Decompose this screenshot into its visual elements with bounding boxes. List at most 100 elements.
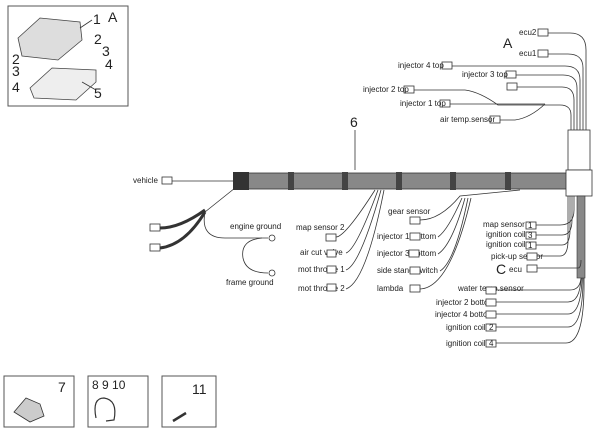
connector-mot-throttle-1[interactable] [326, 265, 337, 274]
label-lambda: lambda [377, 284, 404, 293]
connector-gear-sensor[interactable] [409, 216, 421, 225]
connector-ignition-coil-3[interactable] [525, 231, 537, 240]
connector-injector-3-bottom[interactable] [408, 249, 420, 258]
junction-box-lower [565, 169, 593, 197]
connector-left-1[interactable] [149, 223, 161, 232]
callout-2-right: 2 [94, 31, 102, 47]
label-ignition-coil-3: ignition coil [486, 230, 526, 239]
inset-letter-a: A [108, 9, 118, 25]
ecu-bracket-drawing [29, 67, 97, 101]
label-ecu2: ecu2 [519, 28, 537, 37]
label-injector-2-bottom: injector 2 bottom [436, 298, 495, 307]
label-pick-up-sensor: pick-up sensor [491, 252, 543, 261]
ecu-unit-drawing [17, 17, 83, 61]
callout-7: 7 [58, 379, 66, 395]
connector-pick-up-sensor[interactable] [526, 252, 538, 261]
label-ignition-coil-1: ignition coil [486, 240, 526, 249]
connector-lambda[interactable] [409, 284, 421, 293]
callout-11: 11 [192, 381, 207, 397]
center-connectors: gear sensor injector 1 bottom injector 3… [377, 189, 521, 293]
label-injector-1-bottom: injector 1 bottom [377, 232, 436, 241]
label-map-sensor: map sensor [483, 220, 525, 229]
cable-tie-icon [94, 397, 116, 422]
label-air-temp-sensor: air temp.sensor [440, 115, 495, 124]
connector-ecu1[interactable] [537, 49, 549, 58]
callout-4-left: 4 [12, 79, 20, 95]
inset-ecu-panel: 1 A 2 3 4 2 3 4 5 [7, 5, 129, 107]
callout-6: 6 [350, 114, 358, 130]
top-connectors: ecu2 A ecu1 injector 4 top injector 3 to… [363, 28, 587, 130]
left-connectors: vehicle engine ground frame ground [133, 176, 281, 287]
label-injector-4-top: injector 4 top [398, 61, 444, 70]
label-mot-throttle-1: mot throttle 1 [298, 265, 345, 274]
tag-ignition-coil-3: 3 [528, 231, 533, 240]
connector-vehicle[interactable] [161, 176, 173, 185]
callout-2-left: 2 [12, 51, 20, 67]
callout-1: 1 [93, 11, 101, 27]
junction-box-upper [567, 129, 591, 171]
connector-injector-1-top[interactable] [439, 99, 451, 108]
label-ignition-coil-4: ignition coil [446, 339, 486, 348]
connector-side-stand-switch[interactable] [409, 266, 421, 275]
label-mot-throttle-2: mot throttle 2 [298, 284, 345, 293]
connector-ecu2[interactable] [537, 28, 549, 37]
inset-part-11: 11 [161, 375, 217, 428]
connector-injector-3-top[interactable] [505, 70, 517, 79]
bottom-right-connectors: water temp.sensor injector 2 bottom inje… [435, 277, 585, 348]
label-injector-4-bottom: injector 4 bottom [435, 310, 494, 319]
tag-ignition-coil-2: 2 [489, 323, 494, 332]
connector-air-temp-sensor[interactable] [489, 115, 501, 124]
label-ecu1: ecu1 [519, 49, 537, 58]
label-side-stand-switch: side stand switch [377, 266, 438, 275]
tag-map-sensor: 1 [528, 221, 533, 230]
connector-injector-2-bottom[interactable] [485, 298, 497, 307]
engine-ground-terminal[interactable] [268, 234, 276, 242]
callout-3-right: 3 [102, 43, 110, 59]
callout-3-left: 3 [12, 63, 20, 79]
connector-injector-2-top[interactable] [403, 85, 415, 94]
label-frame-ground: frame ground [226, 278, 274, 287]
connector-ecu[interactable] [526, 264, 538, 273]
connector-injector-4-bottom[interactable] [485, 310, 497, 319]
connector-mot-throttle-2[interactable] [326, 283, 337, 292]
inset-part-8-9-10: 8 9 10 [87, 375, 149, 428]
frame-ground-terminal[interactable] [268, 269, 276, 277]
tag-ignition-coil-1: 1 [528, 241, 533, 250]
sheathed-lead-2 [159, 211, 207, 250]
clip-group-icon [13, 397, 45, 423]
connector-injector-4-top[interactable] [441, 61, 453, 70]
label-injector-3-bottom: injector 3 bottom [377, 249, 436, 258]
label-air-cut-valve: air cut valve [300, 248, 343, 257]
label-injector-2-top: injector 2 top [363, 85, 409, 94]
inset-part-7: 7 [3, 375, 75, 428]
right-connectors: map sensor 1 ignition coil 3 ignition co… [483, 196, 582, 277]
label-engine-ground: engine ground [230, 222, 281, 231]
connector-unlabeled[interactable] [506, 82, 518, 91]
label-map-sensor-2: map sensor 2 [296, 223, 345, 232]
connector-ignition-coil-1[interactable] [525, 241, 537, 250]
connector-water-temp-sensor[interactable] [485, 286, 497, 295]
label-gear-sensor: gear sensor [388, 207, 431, 216]
connector-injector-1-bottom[interactable] [409, 232, 421, 241]
callout-4-right: 4 [105, 56, 113, 72]
main-harness: 6 [233, 114, 593, 279]
label-vehicle: vehicle [133, 176, 158, 185]
connector-map-sensor-1[interactable] [525, 221, 537, 230]
middle-connectors: map sensor 2 air cut valve mot throttle … [296, 189, 385, 293]
label-injector-1-top: injector 1 top [400, 99, 446, 108]
connector-ignition-coil-2[interactable] [485, 323, 497, 332]
label-ecu: ecu [509, 265, 522, 274]
label-ignition-coil-2: ignition coil [446, 323, 486, 332]
letter-a: A [503, 35, 513, 51]
callout-5: 5 [94, 85, 102, 101]
connector-map-sensor-2[interactable] [325, 233, 337, 242]
connector-air-cut-valve[interactable] [326, 249, 337, 258]
sheathed-lead-1 [159, 208, 206, 230]
pin-icon [172, 411, 187, 423]
letter-c: C [496, 261, 506, 277]
callout-8-9-10: 8 9 10 [92, 378, 126, 392]
connector-ignition-coil-4[interactable] [485, 339, 497, 348]
tag-ignition-coil-4: 4 [489, 339, 494, 348]
connector-left-2[interactable] [149, 243, 161, 252]
